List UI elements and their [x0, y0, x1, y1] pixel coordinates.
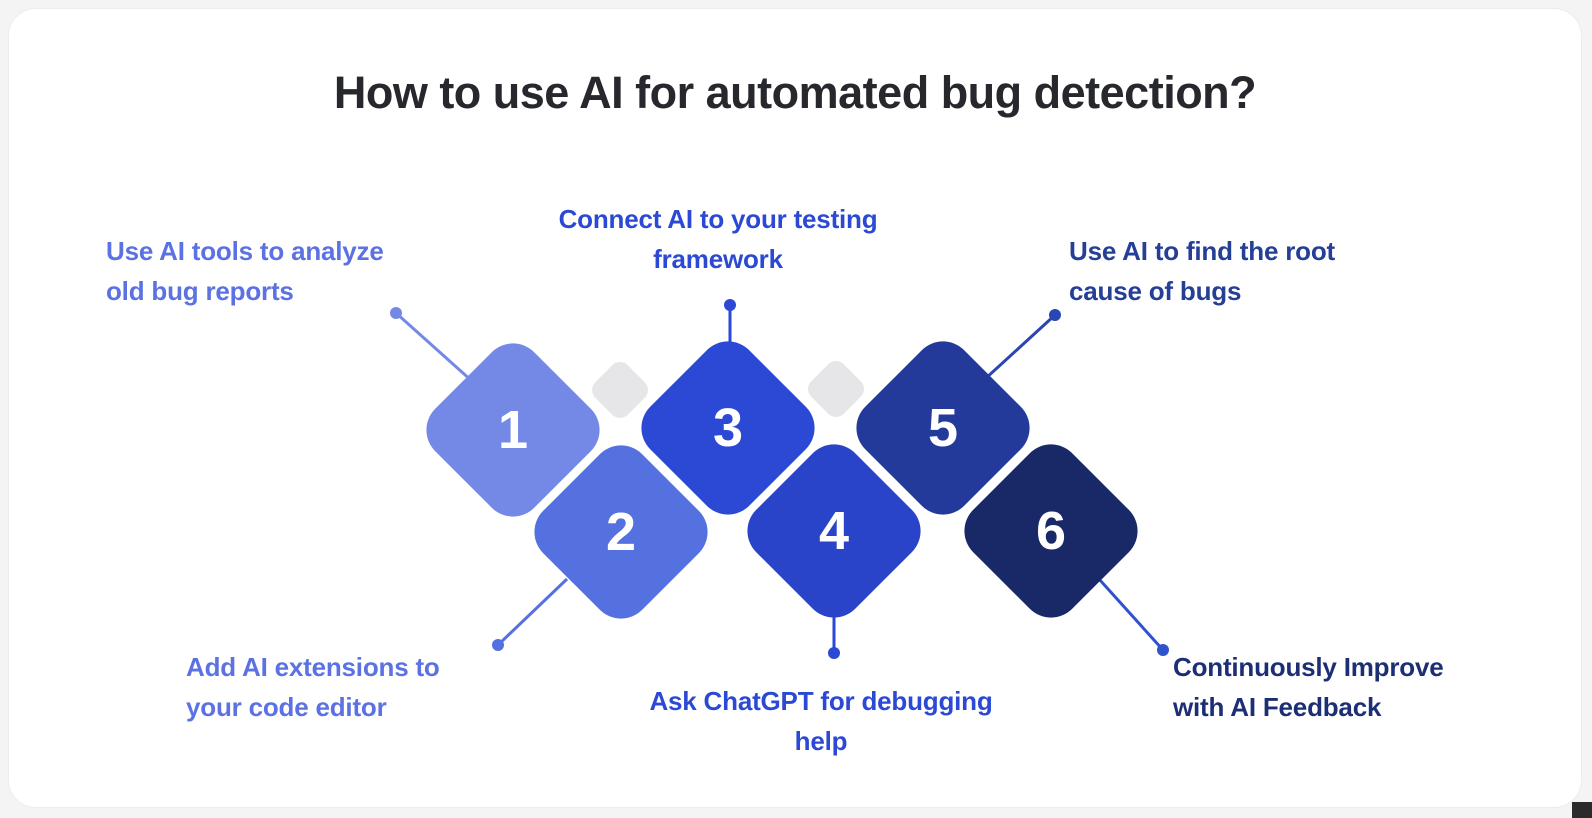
connector-dot-2 — [492, 639, 504, 651]
connector-dot-1 — [390, 307, 402, 319]
step-1-label: Use AI tools to analyze old bug reports — [106, 236, 384, 306]
page-title: How to use AI for automated bug detectio… — [333, 67, 1257, 118]
connector-dot-3 — [724, 299, 736, 311]
step-2-label: Add AI extensions to your code editor — [186, 652, 440, 722]
decor-diamond — [803, 356, 869, 422]
corner-artifact — [1572, 802, 1592, 818]
step-4-number: 4 — [818, 500, 850, 561]
step-4-label: Ask ChatGPT for debugging help — [649, 686, 993, 756]
card: How to use AI for automated bug detectio… — [8, 8, 1582, 808]
connector-dot-4 — [828, 647, 840, 659]
step-2-number: 2 — [605, 501, 637, 562]
connector-dot-5 — [1049, 309, 1061, 321]
connector-line-2 — [496, 577, 569, 647]
step-6-label: Continuously Improve with AI Feedback — [1173, 652, 1444, 722]
connector-dot-6 — [1157, 644, 1169, 656]
step-6-number: 6 — [1035, 500, 1067, 561]
step-3-label: Connect AI to your testing framework — [558, 204, 878, 274]
decor-diamond — [587, 357, 653, 423]
step-3-number: 3 — [712, 397, 744, 458]
step-1-number: 1 — [497, 399, 529, 460]
connector-line-6 — [1097, 577, 1165, 652]
step-5-label: Use AI to find the root cause of bugs — [1069, 236, 1335, 306]
connector-line-5 — [983, 313, 1057, 381]
step-5-number: 5 — [927, 397, 959, 458]
connector-line-1 — [394, 311, 475, 384]
